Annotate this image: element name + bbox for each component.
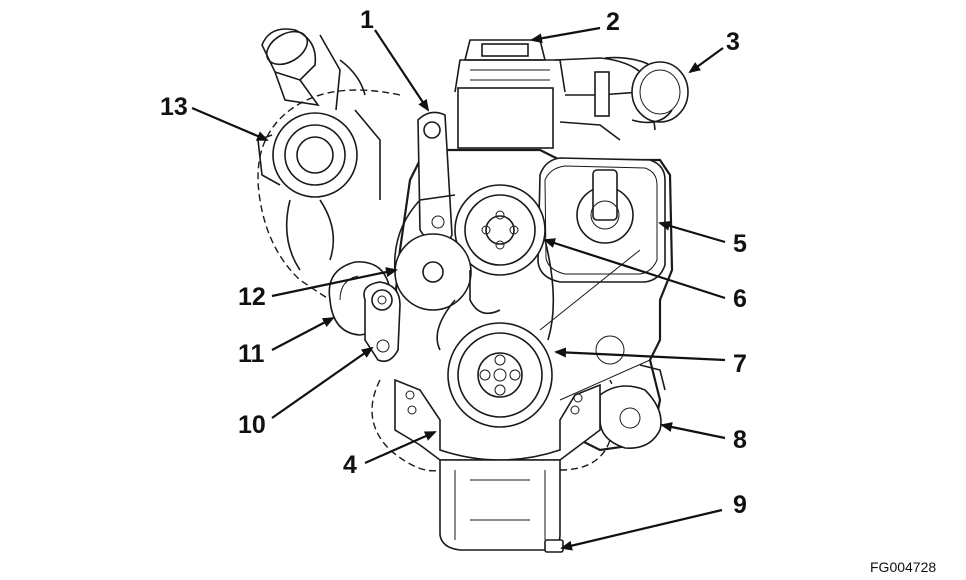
callout-7: 7 bbox=[733, 350, 747, 378]
callout-10: 10 bbox=[238, 411, 266, 439]
leader-6 bbox=[543, 238, 726, 300]
callout-6: 6 bbox=[733, 285, 747, 313]
callout-4: 4 bbox=[343, 451, 357, 479]
leader-9 bbox=[560, 508, 723, 551]
leader-11 bbox=[271, 317, 335, 351]
leader-2 bbox=[530, 26, 601, 44]
callout-2: 2 bbox=[606, 8, 620, 36]
leader-arrows bbox=[191, 26, 726, 551]
figure-id: FG004728 bbox=[870, 559, 936, 575]
leader-4 bbox=[364, 430, 437, 465]
leader-7 bbox=[554, 347, 726, 362]
callout-13: 13 bbox=[160, 93, 188, 121]
callout-3: 3 bbox=[726, 28, 740, 56]
leader-12 bbox=[271, 267, 398, 298]
callout-labels: 1 2 3 4 5 6 7 8 9 10 11 12 13 bbox=[160, 6, 747, 519]
callout-1: 1 bbox=[360, 6, 374, 34]
leader-8 bbox=[660, 422, 726, 440]
engine-drawing bbox=[257, 28, 689, 553]
leader-3 bbox=[688, 47, 724, 74]
callout-11: 11 bbox=[238, 340, 265, 368]
leader-10 bbox=[271, 346, 374, 419]
callout-8: 8 bbox=[733, 426, 747, 454]
callout-12: 12 bbox=[238, 283, 266, 311]
callout-5: 5 bbox=[733, 230, 747, 258]
leader-13 bbox=[191, 106, 269, 142]
leader-1 bbox=[374, 29, 430, 112]
leader-5 bbox=[658, 221, 726, 244]
callout-9: 9 bbox=[733, 491, 747, 519]
